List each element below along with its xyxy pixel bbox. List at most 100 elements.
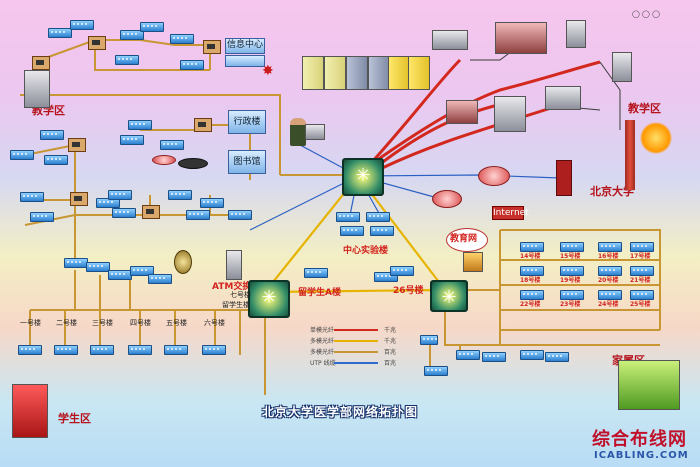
- student-building-label: 留学生楼: [222, 301, 250, 309]
- legend-value: 百兆: [384, 360, 397, 367]
- gateway-icon: [178, 158, 208, 169]
- switch-icon: [120, 135, 144, 145]
- switch-icon: [560, 266, 584, 276]
- switch-icon: [390, 266, 414, 276]
- aggregation-switch: [248, 280, 290, 318]
- legend-row: 单模光纤 千兆: [310, 325, 406, 334]
- building-icon: [494, 96, 526, 132]
- family-building-label: 20号楼: [598, 277, 619, 284]
- watermark-cn: 综合布线网: [592, 429, 687, 450]
- zone-beida: 北京大学: [590, 185, 634, 198]
- switch-icon: [54, 345, 78, 355]
- legend-label: 单模光纤: [310, 327, 335, 334]
- center-lab-label: 中心实验楼: [343, 246, 389, 256]
- student-building-label: 五号楼: [166, 319, 187, 327]
- family-building-label: 17号楼: [630, 253, 651, 260]
- legend-swatch: [334, 340, 378, 342]
- router-node: [142, 205, 160, 219]
- switch-icon: [424, 366, 448, 376]
- building-icon: [446, 100, 478, 124]
- legend-swatch: [334, 362, 378, 364]
- family-building-label: 14号楼: [520, 253, 541, 260]
- switch-icon: [108, 270, 132, 280]
- router-node: [68, 138, 86, 152]
- building-icon: [24, 70, 50, 108]
- building-icon: [545, 86, 581, 110]
- switch-icon: [598, 242, 622, 252]
- router-node: [194, 118, 212, 132]
- family-building-label: 24号楼: [598, 301, 619, 308]
- family-building-label: 22号楼: [520, 301, 541, 308]
- switch-icon: [108, 190, 132, 200]
- family-building-label: 15号楼: [560, 253, 581, 260]
- watermark-en: ICABLING.COM: [594, 450, 689, 461]
- switch-icon: [374, 272, 398, 282]
- sun-icon: [640, 122, 672, 154]
- switch-icon: [520, 266, 544, 276]
- switch-icon: [340, 226, 364, 236]
- switch-icon: [560, 242, 584, 252]
- server-rack-icon: [324, 56, 346, 90]
- switch-icon: [10, 150, 34, 160]
- legend-label: 多模光纤: [310, 349, 335, 356]
- legend-label: UTP 线缆: [310, 360, 336, 367]
- building-icon: [612, 52, 632, 82]
- router-cloud-icon: [478, 166, 510, 186]
- building-icon: [432, 30, 468, 50]
- switch-icon: [30, 212, 54, 222]
- switch-icon: [630, 242, 654, 252]
- switch-icon: [115, 55, 139, 65]
- switch-icon: [598, 290, 622, 300]
- switch-icon: [186, 210, 210, 220]
- family-building-label: 16号楼: [598, 253, 619, 260]
- cloud-icon: [446, 228, 488, 252]
- student-building-label: 四号楼: [130, 319, 151, 327]
- switch-icon: [120, 30, 144, 40]
- legend-value: 千兆: [384, 338, 397, 345]
- info-center-rack: [225, 55, 265, 67]
- router-node: [32, 56, 50, 70]
- switch-icon: [128, 120, 152, 130]
- server-rack-icon: [368, 56, 390, 90]
- family-building-label: 21号楼: [630, 277, 651, 284]
- switch-icon: [140, 22, 164, 32]
- student-building-label: 六号楼: [204, 319, 225, 327]
- switch-icon: [630, 290, 654, 300]
- legend-swatch: [334, 329, 378, 331]
- core-switch: [342, 158, 384, 196]
- switch-icon: [336, 212, 360, 222]
- family-building-label: 23号楼: [560, 301, 581, 308]
- atm-switch-icon: [226, 250, 242, 280]
- switch-icon: [168, 190, 192, 200]
- aggregation-switch: [430, 280, 468, 312]
- server-rack-icon: [346, 56, 368, 90]
- switch-icon: [148, 274, 172, 284]
- router-node: [88, 36, 106, 50]
- family-building-label: 19号楼: [560, 277, 581, 284]
- edu-building-label: 留学生A楼: [298, 288, 341, 298]
- switch-icon: [44, 155, 68, 165]
- switch-icon: [160, 140, 184, 150]
- firewall-icon: ✸: [262, 63, 274, 79]
- switch-icon: [48, 28, 72, 38]
- internet-link: Internet: [492, 206, 529, 220]
- router-cloud-icon: [432, 190, 462, 208]
- server-rack-icon: [408, 56, 430, 90]
- header-icons: ◯ ◯ ◯: [632, 10, 660, 18]
- gateway-icon: [152, 155, 176, 165]
- switch-icon: [520, 350, 544, 360]
- student-building-label: 三号楼: [92, 319, 113, 327]
- switch-icon: [545, 352, 569, 362]
- switch-icon: [304, 268, 328, 278]
- switch-icon: [456, 350, 480, 360]
- firewall-wall-icon: [556, 160, 572, 196]
- switch-icon: [200, 198, 224, 208]
- legend-value: 千兆: [384, 327, 397, 334]
- switch-icon: [18, 345, 42, 355]
- operator-icon: [290, 118, 306, 146]
- switch-icon: [128, 345, 152, 355]
- dormitory-icon: [12, 384, 48, 438]
- switch-icon: [420, 335, 439, 345]
- building-icon: [566, 20, 586, 48]
- admin-building: 行政楼: [228, 110, 266, 134]
